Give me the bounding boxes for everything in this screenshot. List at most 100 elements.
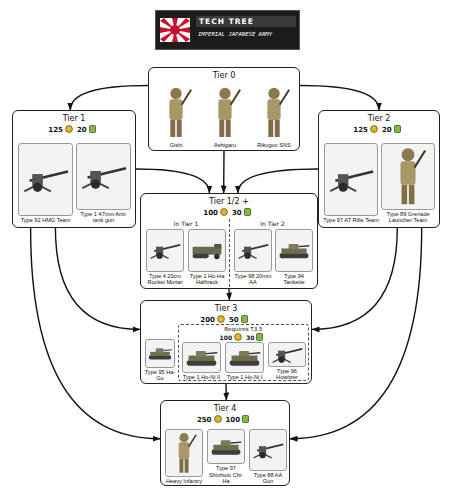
cost-row: 100 30 (141, 208, 317, 218)
unit-card: Type 1 47mm Anti-tank gun (75, 143, 132, 223)
unlock-arrow (70, 85, 148, 110)
unit-name: Heavy Infantry (164, 477, 204, 484)
unit-picture (268, 342, 306, 367)
unit-name: Type 4 20cm Rocket Mortar (145, 272, 185, 286)
soldier-figure (202, 84, 248, 141)
gun-figure (325, 144, 377, 215)
gun-figure (250, 430, 286, 470)
tier-heading: Tier 2 (319, 114, 439, 123)
unlock-group: In Tier 2Type 98 20mm AAType 94 Tankette (229, 219, 315, 287)
unit-picture (381, 143, 435, 210)
unit-picture (153, 84, 199, 141)
gun-figure (147, 230, 183, 271)
fuel-icon (244, 208, 251, 218)
unit-name: Type 94 Tankette (274, 272, 314, 286)
cost-value: 20 (77, 126, 87, 134)
fuel-icon (242, 415, 249, 425)
tier-box: Tier 320050Type 95 Ha-GoRequires T3.5100… (140, 300, 312, 384)
tier-heading: Tier 3 (141, 304, 311, 313)
fuel-icon (256, 333, 263, 342)
cost-value: 125 (353, 126, 368, 134)
tank-figure (146, 340, 174, 367)
requirement-heading: Requires T3.5 (179, 326, 308, 332)
tier-heading: Tier 1/2 + (141, 197, 317, 206)
gun-figure (77, 144, 130, 209)
unit-name: Ashigaru (202, 141, 248, 148)
manpower-icon (370, 125, 378, 135)
unit-name: Type 92 HMG Team (17, 216, 74, 223)
tank-figure (276, 230, 312, 271)
unit-card: Type 97 Shinhoto Chi-Ha (206, 429, 246, 484)
unit-card: Type 1 Ho-Ha Halftrack (187, 229, 227, 285)
soldier-figure (153, 84, 199, 141)
unit-name: Type 96 Howitzer (267, 367, 307, 381)
unit-card: Type 1 Ho-Ni I (224, 342, 265, 380)
unit-name: Type 95 Ha-Go (144, 368, 176, 382)
unit-picture (251, 84, 297, 141)
unlock-arrow (55, 228, 140, 329)
unit-card: Gishi (153, 84, 199, 148)
unit-card: Rikugun SNS (251, 84, 297, 148)
group-heading: In Tier 2 (230, 220, 315, 227)
unit-picture (207, 429, 245, 464)
tank-figure (183, 343, 220, 372)
unlock-arrow (312, 228, 397, 329)
cost-value: 50 (229, 316, 239, 324)
soldier-figure (382, 144, 434, 209)
unit-picture (234, 229, 272, 272)
unlock-arrow (228, 289, 230, 300)
unit-name: Gishi (153, 141, 199, 148)
cost-value: 30 (246, 334, 254, 341)
cost-value: 100 (220, 334, 233, 341)
unlock-arrow (136, 169, 209, 193)
unit-picture (18, 143, 73, 216)
unit-card: Type 96 Howitzer (267, 342, 307, 380)
cost-row: 125 20 (319, 125, 439, 135)
unit-card: Ashigaru (202, 84, 248, 148)
tier-box: Tier 0GishiAshigaruRikugun SNS (148, 67, 300, 151)
gun-figure (235, 230, 271, 271)
unlock-arrow (225, 384, 227, 400)
tier-box: Tier 1/2 + 100 30In Tier 1 Type 4 20cm Rock… (140, 193, 318, 289)
unit-card: Type 4 20cm Rocket Mortar (145, 229, 185, 285)
manpower-icon (214, 415, 222, 425)
tier-box: Tier 4250100Heavy InfantryType 97 Shinho… (160, 400, 290, 486)
manpower-icon (220, 208, 228, 218)
fuel-icon (394, 125, 401, 135)
cost-value: 250 (197, 416, 212, 424)
subtitle-label: IMPERIAL JAPANESE ARMY (198, 31, 298, 37)
unlock-group: In Tier 1 Type 4 20cm Rocket MortarType 1… (143, 219, 229, 287)
rising-sun-flag (160, 18, 190, 42)
halftrack-figure (189, 230, 225, 271)
unit-card: Type 88 AA Gun (248, 429, 288, 484)
unit-picture (275, 229, 313, 272)
unit-picture (249, 429, 287, 471)
group-heading: In Tier 1 (143, 220, 229, 227)
unit-card: Type 95 Ha-Go (144, 339, 176, 381)
unit-picture (324, 143, 378, 216)
gun-figure (19, 144, 72, 215)
cost-row: 125 20 (13, 125, 135, 135)
unit-name: Rikugun SNS (251, 141, 297, 148)
cost-value: 100 (203, 209, 218, 217)
tank-figure (226, 343, 263, 372)
cost-row: 100 30 (179, 333, 308, 342)
unit-name: Type 97 Shinhoto Chi-Ha (206, 464, 246, 484)
cost-value: 100 (226, 416, 241, 424)
tank-figure (208, 430, 244, 463)
unit-name: Type 1 Ho-Ni I (224, 373, 265, 380)
cost-value: 20 (382, 126, 392, 134)
header-banner: TECH TREEIMPERIAL JAPANESE ARMY (155, 10, 300, 50)
unit-picture (146, 229, 184, 272)
tier-box: Tier 212520Type 97 AT Rifle TeamType 89 … (318, 110, 440, 228)
unit-picture (76, 143, 131, 210)
cost-value: 125 (48, 126, 63, 134)
unit-card: Type 94 Tankette (274, 229, 314, 285)
cost-value: 30 (232, 209, 242, 217)
unit-name: Type 1 47mm Anti-tank gun (75, 210, 132, 224)
unit-picture (165, 429, 203, 477)
unit-card: Type 1 Ho-Ni II (181, 342, 222, 380)
unit-name: Type 1 Ho-Ha Halftrack (187, 272, 227, 286)
unlock-arrow (223, 151, 225, 193)
unit-picture (202, 84, 248, 141)
